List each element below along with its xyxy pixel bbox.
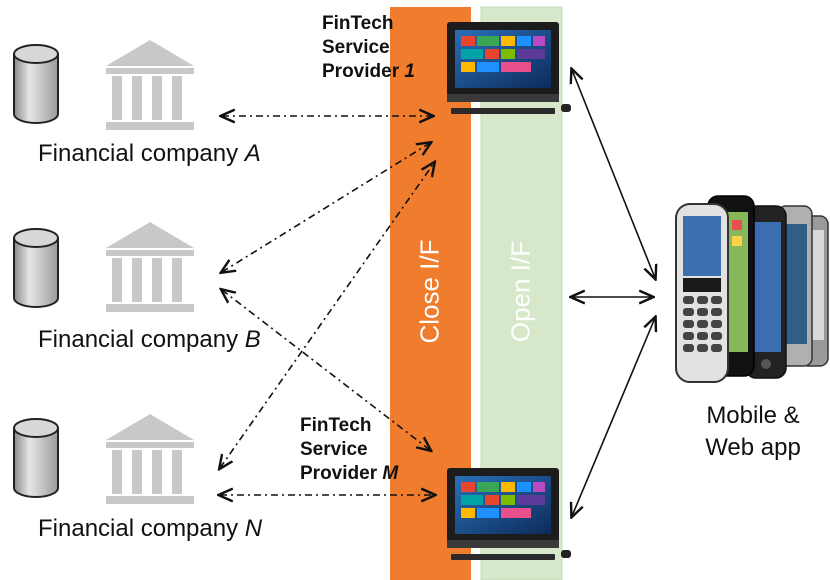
bank-icon — [106, 40, 194, 130]
close-interface-label: Close I/F — [414, 239, 445, 344]
bank-icon — [106, 414, 194, 504]
link-b-providerm — [222, 290, 430, 450]
link-providerm-mobile — [572, 318, 655, 516]
company-b-label: Financial company B — [38, 326, 261, 354]
mobile-line1: Mobile & — [706, 402, 800, 429]
provider-1-id: 1 — [404, 61, 415, 82]
provider-m-line2: Service — [300, 439, 368, 460]
provider-m-line3: Provider M — [300, 462, 398, 486]
provider-m-word: Provider — [300, 463, 378, 484]
company-a-label: Financial company A — [38, 140, 261, 168]
provider-m-id: M — [382, 463, 399, 484]
company-a-name: Financial company — [38, 140, 239, 167]
bank-icon — [106, 222, 194, 312]
company-b-name: Financial company — [38, 326, 239, 353]
provider-1-line3: Provider 1 — [322, 60, 415, 84]
computer-icon — [447, 468, 571, 560]
database-icon — [13, 418, 59, 498]
link-provider1-mobile — [572, 70, 655, 278]
provider-m-line1: FinTech — [300, 415, 372, 436]
mobile-web-label: Mobile & Web app — [686, 400, 820, 464]
company-a-letter: A — [244, 140, 261, 167]
provider-1-line1: FinTech — [322, 13, 394, 34]
smartphones-icon — [675, 195, 829, 383]
open-interface-label: Open I/F — [505, 240, 536, 343]
database-icon — [13, 44, 59, 124]
provider-1-label: FinTech Service Provider 1 — [322, 12, 415, 84]
company-n-label: Financial company N — [38, 515, 262, 543]
mobile-line2: Web app — [705, 434, 801, 461]
provider-1-line2: Service — [322, 37, 390, 58]
provider-m-label: FinTech Service Provider M — [300, 414, 398, 486]
computer-icon — [447, 22, 571, 114]
company-b-letter: B — [244, 326, 261, 353]
provider-1-word: Provider — [322, 61, 400, 82]
company-n-letter: N — [244, 515, 263, 542]
company-n-name: Financial company — [38, 515, 239, 542]
database-icon — [13, 228, 59, 308]
